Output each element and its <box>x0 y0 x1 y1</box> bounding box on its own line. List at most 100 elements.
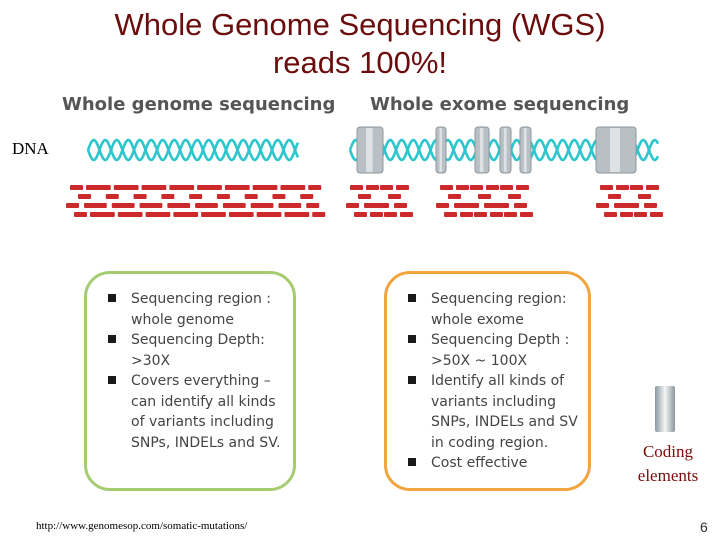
dna-strand-2 <box>86 138 300 162</box>
sequencing-read <box>596 203 609 208</box>
sequencing-read <box>474 212 487 217</box>
sequencing-read <box>216 194 230 199</box>
sequencing-read <box>300 194 314 199</box>
wes-bullet-item: Sequencing Depth :>50X ~ 100X <box>407 330 578 371</box>
wgs-bullet-text: Covers everything – <box>131 373 271 389</box>
exon-highlight <box>523 128 527 172</box>
sequencing-read <box>354 212 367 217</box>
sequencing-read <box>306 203 320 208</box>
sequencing-read <box>312 212 326 217</box>
sequencing-read <box>444 212 457 217</box>
sequencing-read <box>514 203 527 208</box>
wgs-bullet-text: can identify all kinds <box>131 393 276 410</box>
sequencing-read <box>448 194 461 199</box>
wes-bullet-text: >50X ~ 100X <box>431 352 528 369</box>
exon-highlight <box>610 128 620 172</box>
sequencing-read <box>129 212 143 217</box>
sequencing-read <box>638 194 651 199</box>
slide-title-line1: Whole Genome Sequencing (WGS) <box>114 7 606 42</box>
sequencing-read <box>70 185 83 190</box>
sequencing-read <box>496 203 509 208</box>
sequencing-read <box>97 185 111 190</box>
sequencing-read <box>93 203 107 208</box>
coding-label-line2: elements <box>637 466 699 485</box>
sequencing-read <box>224 185 238 190</box>
sequencing-read <box>84 203 97 208</box>
dna-label: DNA <box>12 139 49 158</box>
sequencing-read <box>250 203 264 208</box>
sequencing-read <box>626 203 639 208</box>
sequencing-read <box>436 203 449 208</box>
sequencing-read <box>240 212 254 217</box>
wes-bullet-text: Sequencing region: <box>431 291 567 307</box>
square-bullet-icon <box>408 294 416 302</box>
sequencing-read <box>252 185 266 190</box>
sequencing-read <box>284 212 298 217</box>
exon-highlight <box>366 128 373 172</box>
sequencing-read <box>195 203 209 208</box>
coding-element-swatch <box>655 386 675 432</box>
wgs-bullet-text: of variants including <box>131 414 274 430</box>
sequencing-read <box>508 194 521 199</box>
source-url[interactable]: http://www.genomesop.com/somatic-mutatio… <box>36 520 248 532</box>
sequencing-read <box>370 212 383 217</box>
sequencing-read <box>504 212 517 217</box>
sequencing-read <box>117 212 131 217</box>
slide-number: 6 <box>700 519 708 535</box>
sequencing-read <box>400 212 413 217</box>
sequencing-read <box>350 185 363 190</box>
square-bullet-icon <box>408 335 416 343</box>
sequencing-read <box>280 185 294 190</box>
sequencing-read <box>366 185 379 190</box>
square-bullet-icon <box>108 335 116 343</box>
sequencing-read <box>212 212 226 217</box>
sequencing-read <box>66 203 79 208</box>
sequencing-read <box>228 212 242 217</box>
wes-bullet-text: in coding region. <box>431 434 549 451</box>
sequencing-read <box>169 185 183 190</box>
sequencing-read <box>113 185 127 190</box>
sequencing-read <box>167 203 181 208</box>
sequencing-read <box>388 194 401 199</box>
sequencing-read <box>125 185 139 190</box>
wgs-bullet-item: Sequencing region :whole genome <box>107 289 280 330</box>
sequencing-read <box>145 212 159 217</box>
sequencing-read <box>149 203 163 208</box>
sequencing-read <box>177 203 191 208</box>
coding-elements-label: Coding elements <box>620 440 716 488</box>
sequencing-read <box>260 203 274 208</box>
sequencing-read <box>204 203 218 208</box>
sequencing-read <box>272 194 286 199</box>
sequencing-read <box>396 185 409 190</box>
sequencing-read <box>78 194 91 199</box>
wgs-heading: Whole genome sequencing <box>62 94 336 115</box>
coding-label-line1: Coding <box>642 442 694 461</box>
sequencing-read <box>288 203 302 208</box>
wgs-bullet-text: SNPs, INDELs and SV. <box>131 434 281 451</box>
sequencing-read <box>292 185 306 190</box>
wgs-bullet-text: Sequencing region : <box>131 291 271 307</box>
sequencing-read <box>74 212 87 217</box>
exon-highlight <box>503 128 507 172</box>
wes-bullet-text: SNPs, INDELs and SV <box>431 414 578 430</box>
sequencing-read <box>201 212 215 217</box>
sequencing-read <box>346 203 359 208</box>
wgs-bullet-item: Covers everything – can identify all kind… <box>107 371 280 453</box>
sequencing-read <box>197 185 211 190</box>
sequencing-read <box>608 194 621 199</box>
sequencing-read <box>185 212 199 217</box>
sequencing-read <box>121 203 135 208</box>
sequencing-read <box>364 203 377 208</box>
slide-title: Whole Genome Sequencing (WGS) reads 100%… <box>0 6 720 82</box>
wgs-dna-helix <box>86 138 300 162</box>
sequencing-read <box>484 203 497 208</box>
sequencing-read <box>222 203 236 208</box>
exon-highlight <box>439 128 442 172</box>
square-bullet-icon <box>108 376 116 384</box>
sequencing-read <box>105 194 119 199</box>
